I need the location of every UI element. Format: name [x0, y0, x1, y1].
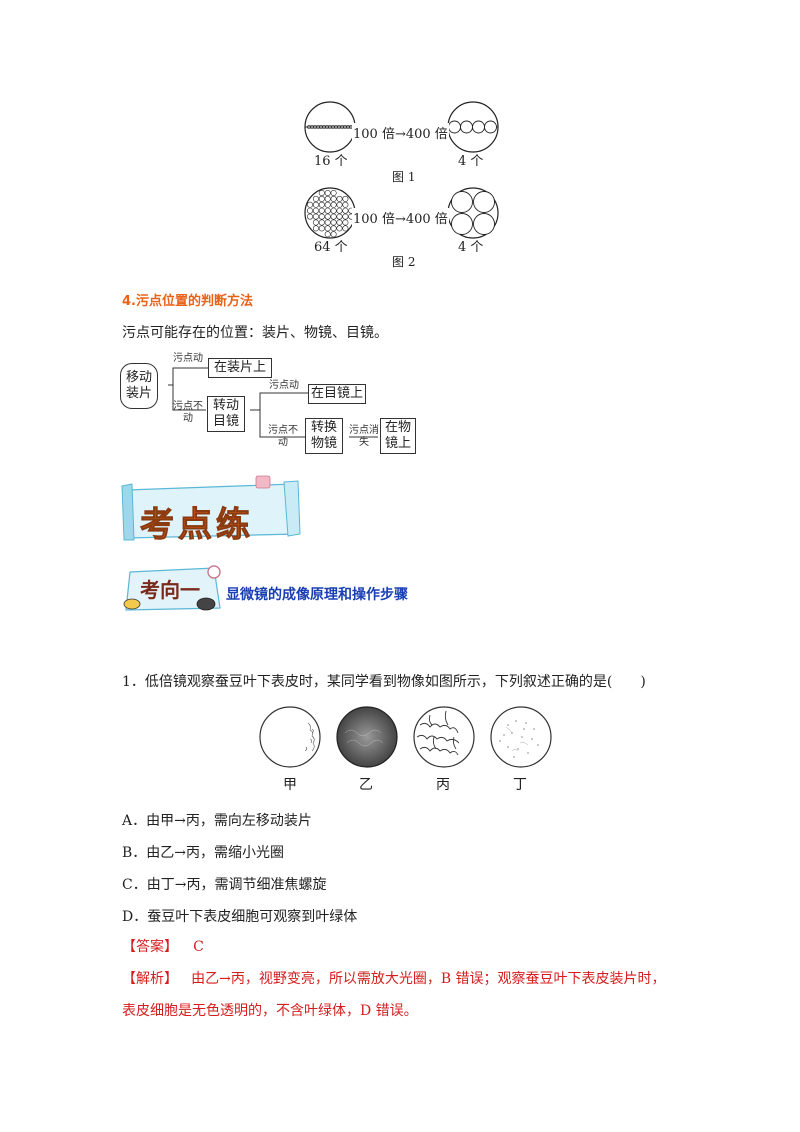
image-label-jia: 甲 [283, 777, 297, 793]
cell-mark [312, 207, 319, 214]
image-label-bing: 丙 [436, 777, 450, 793]
option-c: C．由丁→丙，需调节细准焦螺旋 [122, 877, 327, 893]
option-d: D．蚕豆叶下表皮细胞可观察到叶绿体 [122, 909, 358, 925]
question1-stem: 1．低倍镜观察蚕豆叶下表皮时，某同学看到物像如图所示，下列叙述正确的是( ) [122, 674, 646, 690]
flowchart-rotate-eyepiece: 转动目镜 [207, 396, 245, 432]
flowchart-branch-moves-2: 污点动 [269, 380, 299, 391]
cell-mark [330, 190, 337, 197]
cell-mark [324, 225, 331, 232]
figure2-diagram [304, 187, 499, 239]
figure1-caption: 图 1 [392, 170, 416, 184]
analysis-line1: 由乙→丙，视野变亮，所以需放大光圈，B 错误；观察蚕豆叶下表皮装片时， [191, 971, 666, 987]
cell-mark [336, 201, 343, 208]
cell-mark [306, 207, 313, 214]
cell-mark [330, 213, 337, 220]
figure2-caption: 图 2 [392, 255, 416, 269]
answer-tag: 【答案】 [122, 939, 178, 955]
direction-title: 显微镜的成像原理和操作步骤 [226, 587, 408, 603]
cell-mark [312, 219, 319, 226]
cell-mark [324, 195, 331, 202]
figure1-right-count: 4 个 [458, 154, 484, 169]
cell-mark [330, 201, 337, 208]
image-label-yi: 乙 [359, 777, 373, 793]
cell-mark [324, 201, 331, 208]
option-a: A．由甲→丙，需向左移动装片 [122, 813, 312, 829]
cell-mark [336, 219, 343, 226]
section4-intro: 污点可能存在的位置：装片、物镜、目镜。 [122, 325, 388, 341]
cell-mark [342, 219, 349, 226]
cell-mark [324, 231, 331, 238]
cell-mark [342, 207, 349, 214]
cell-mark [324, 219, 331, 226]
answer-line: 【答案】 C [122, 936, 204, 956]
cell-mark [336, 207, 343, 214]
cell-mark [324, 190, 331, 197]
flowchart-result-objective: 在物镜上 [380, 418, 416, 454]
cell-mark [318, 213, 325, 220]
flowchart-result-slide: 在装片上 [208, 358, 272, 378]
cell-mark [324, 207, 331, 214]
cell-mark [336, 195, 343, 202]
banner-title: 考点练 [140, 505, 254, 546]
answer-value: C [193, 939, 204, 955]
analysis-block: 【解析】 由乙→丙，视野变亮，所以需放大光圈，B 错误；观察蚕豆叶下表皮装片时， [122, 968, 682, 988]
cell-mark [318, 201, 325, 208]
cell-mark [306, 213, 313, 220]
flowchart-branch-not-moves-2: 污点不动 [268, 425, 298, 448]
section4-heading: 4.污点位置的判断方法 [122, 294, 253, 309]
option-b: B．由乙→丙，需缩小光圈 [122, 845, 285, 861]
cell-mark [336, 213, 343, 220]
direction-label: 考向一 [140, 578, 200, 602]
flowchart-start: 移动装片 [120, 363, 158, 409]
cell-mark [330, 195, 337, 202]
flowchart-connectors [168, 367, 378, 438]
cell-mark [318, 219, 325, 226]
cell-mark [318, 225, 325, 232]
cell-mark [324, 213, 331, 220]
figure2-arrow-label: 100 倍→400 倍 [352, 208, 449, 227]
cell-mark [312, 201, 319, 208]
image-jia-view [259, 706, 321, 768]
flowchart-branch-moves: 污点动 [173, 353, 203, 364]
direction-tag-frame [123, 565, 221, 611]
figure1-left-count: 16 个 [314, 154, 348, 169]
cell-mark [318, 195, 325, 202]
cell-mark [330, 219, 337, 226]
figure1-diagram [304, 101, 499, 153]
figure2-left-count: 64 个 [314, 240, 348, 255]
image-bing-view [413, 706, 475, 768]
flowchart-branch-disappear: 污点消失 [349, 425, 379, 448]
flowchart-result-eyepiece: 在目镜上 [308, 384, 366, 404]
analysis-tag: 【解析】 [122, 971, 178, 987]
cell-mark [312, 213, 319, 220]
image-label-ding: 丁 [513, 777, 527, 793]
flowchart-switch-objective: 转换物镜 [305, 418, 343, 454]
cell-mark [342, 225, 349, 232]
image-yi-view [336, 706, 398, 768]
cell-mark [342, 195, 349, 202]
cell-mark [318, 190, 325, 197]
question1-images [259, 706, 552, 768]
cell-mark [330, 231, 337, 238]
analysis-line2: 表皮细胞是无色透明的，不含叶绿体，D 错误。 [122, 1003, 418, 1019]
cell-mark [342, 201, 349, 208]
cell-mark [318, 207, 325, 214]
cell-mark [330, 225, 337, 232]
flowchart-branch-not-moves: 污点不动 [173, 401, 203, 424]
figure1-arrow-label: 100 倍→400 倍 [352, 123, 449, 142]
cell-mark [330, 207, 337, 214]
figure2-right-count: 4 个 [458, 240, 484, 255]
cell-mark [342, 213, 349, 220]
cell-mark [312, 195, 319, 202]
banner-frame [121, 475, 301, 541]
cell-mark [336, 225, 343, 232]
cell-mark [306, 201, 313, 208]
cell-mark [312, 225, 319, 232]
